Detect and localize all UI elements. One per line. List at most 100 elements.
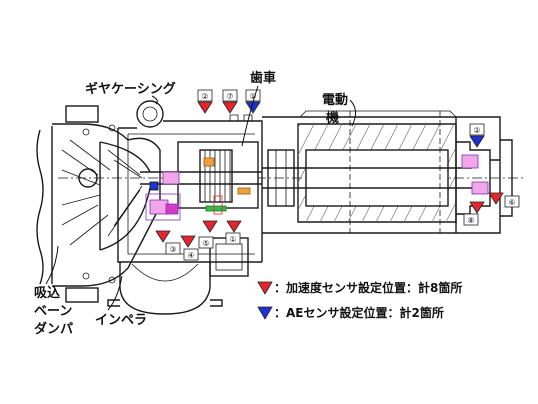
red-triangle-icon	[222, 101, 238, 114]
label-gear-casing: ギヤケーシング	[85, 81, 176, 97]
shaft-coupling	[267, 149, 295, 207]
motor-frame	[262, 116, 501, 234]
red-triangle-icon	[197, 101, 213, 114]
accel-sensor-2: ②	[197, 89, 213, 114]
legend-item-ae: ：AEセンサ設定位置：計2箇所	[257, 305, 444, 320]
sensor-label-box	[198, 236, 214, 249]
lower-right-box-inner	[215, 243, 243, 271]
sensor-label-box	[222, 89, 238, 102]
sensor-label-box	[225, 232, 241, 245]
red-triangle-icon	[202, 220, 218, 233]
accel-sensor-4: ④	[180, 235, 199, 261]
leader-inlet	[45, 245, 59, 285]
part-labels: ギヤケーシング 歯車 電動 機 吸込 ベーン ダンパ インペラ	[34, 70, 356, 337]
sensor-label-box	[504, 195, 520, 208]
sensor-number: ④	[187, 251, 194, 260]
blue-triangle-icon	[469, 135, 485, 148]
inlet-bolts	[82, 124, 116, 284]
ae-sensor-2: ②	[469, 123, 485, 148]
sensor-number: ⑤	[202, 239, 209, 248]
seal-blue-highlight	[149, 181, 159, 191]
red-triangle-icon	[469, 201, 485, 214]
sensor-number: ①	[229, 235, 236, 244]
motor-shaft	[262, 167, 472, 189]
sensor-label-box	[469, 123, 485, 136]
red-triangle-icon	[257, 281, 273, 295]
gearbox-outline	[117, 120, 263, 263]
motor-section-lines	[349, 111, 441, 233]
accel-sensor-1: ①	[225, 220, 242, 245]
legend-text-acceleration: ：加速度センサ設定位置：計8箇所	[274, 280, 462, 295]
leader-gear	[241, 85, 259, 147]
gear-green-highlight	[205, 205, 227, 212]
impeller-blades	[107, 149, 143, 237]
legend: ：加速度センサ設定位置：計8箇所 ：AEセンサ設定位置：計2箇所	[257, 280, 462, 320]
gear-teeth	[204, 150, 231, 202]
bearing-purple-outline	[145, 193, 181, 221]
label-impeller: インペラ	[95, 313, 147, 328]
sensor-label-box	[463, 213, 479, 226]
gearbox-bolts	[229, 114, 253, 121]
accel-sensor-6: ⑥	[488, 192, 520, 208]
inlet-flange-bottom	[65, 287, 99, 303]
sensor-label-box	[197, 89, 213, 102]
bearing-pink-highlight-2	[149, 199, 169, 215]
sensor-number: ③	[169, 245, 176, 254]
legend-item-acceleration: ：加速度センサ設定位置：計8箇所	[257, 280, 462, 295]
sensor-number: ⑧	[467, 216, 474, 225]
mechanical-drawing	[36, 100, 524, 315]
sensor-number: ①	[249, 92, 256, 101]
gear-red-outline	[213, 195, 223, 215]
label-inlet-line2: ベーン	[34, 304, 72, 319]
component-highlights	[145, 154, 489, 221]
motor-bearing-pink-1	[461, 154, 479, 169]
motor-bearing-pink-2	[471, 181, 489, 195]
red-triangle-icon	[488, 192, 504, 205]
vane-hub	[78, 168, 98, 188]
leader-impeller	[107, 275, 123, 311]
motor-top-lip	[299, 110, 457, 118]
coupling-lines	[275, 150, 287, 206]
gear-orange-highlight-2	[237, 187, 251, 195]
bull-gear	[199, 149, 233, 203]
legend-text-ae: ：AEセンサ設定位置：計2箇所	[274, 305, 444, 320]
accel-sensor-3: ③	[155, 230, 181, 255]
sensor-number: ⑦	[226, 92, 233, 101]
volute-top	[136, 100, 164, 128]
bearing-magenta-highlight	[165, 203, 179, 215]
oil-pan	[119, 262, 211, 315]
red-triangle-icon	[226, 220, 242, 233]
label-motor-line1: 電動	[322, 92, 348, 108]
label-motor-line2: 機	[326, 110, 339, 126]
leader-gear-casing	[151, 95, 158, 105]
accel-sensor-7: ⑦	[222, 89, 238, 114]
impeller-profile	[99, 141, 151, 251]
sensor-label-box	[183, 248, 199, 261]
inlet-bell-top	[52, 123, 129, 141]
sensor-number: ②	[201, 92, 208, 101]
accel-sensor-8: ⑧	[463, 201, 485, 226]
gear-housing	[177, 141, 259, 209]
blue-triangle-icon	[257, 306, 273, 320]
accel-sensor-5: ⑤	[198, 220, 218, 249]
sensor-label-box	[165, 242, 181, 255]
sensor-markers: ② ⑦ ① ② ⑥ ⑧	[155, 89, 520, 261]
inlet-flange-top	[65, 105, 99, 123]
sensor-number: ②	[473, 126, 480, 135]
inlet-bell-bottom	[52, 267, 129, 287]
gear-orange-highlight-1	[203, 157, 215, 167]
label-gear: 歯車	[250, 70, 276, 86]
label-inlet-line3: ダンパ	[34, 321, 73, 337]
inlet-vanes	[61, 139, 111, 246]
sensor-number: ⑥	[508, 198, 515, 207]
red-triangle-icon	[180, 235, 196, 248]
label-inlet-line1: 吸込	[34, 285, 61, 301]
volute-top-inner	[142, 106, 158, 122]
oil-pan-inner	[131, 263, 199, 282]
motor-rotor	[305, 149, 449, 207]
bearing-pink-highlight-1	[162, 171, 180, 185]
red-triangle-icon	[155, 230, 171, 243]
inlet-wavy-edge	[36, 129, 44, 285]
motor-end-cover	[455, 117, 491, 233]
